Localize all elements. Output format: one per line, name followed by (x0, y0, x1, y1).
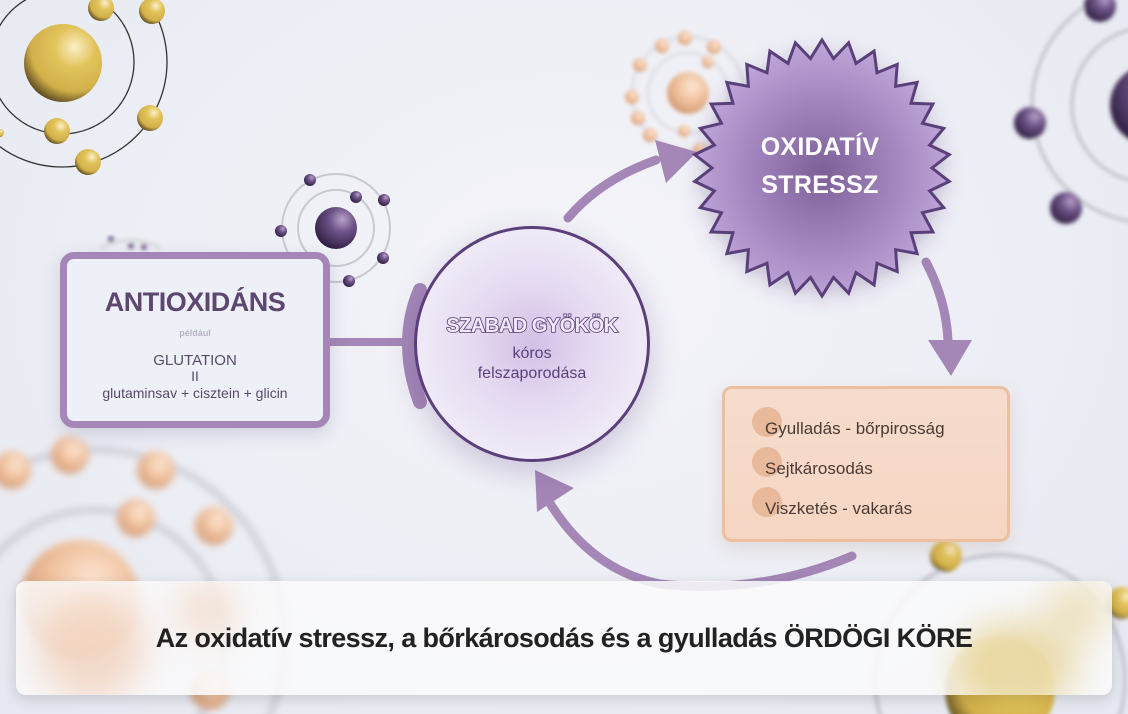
glutathione-composition: glutaminsav + cisztein + glicin (102, 385, 288, 401)
bullet-dot-icon (752, 447, 782, 477)
effects-box: Gyulladás - bőrpirosság Sejtkárosodás Vi… (722, 386, 1010, 542)
caption-text: Az oxidatív stressz, a bőrkárosodás és a… (155, 622, 973, 653)
free-radicals-subtitle: kóros felszaporodása (417, 344, 647, 384)
free-radicals-circle: SZABAD GYÖKÖK kóros felszaporodása (414, 226, 650, 462)
blur-decoration (1046, 581, 1106, 641)
bullet-dot-icon (752, 487, 782, 517)
gold-atom-icon (0, 0, 168, 175)
antioxidant-box: ANTIOXIDÁNS például GLUTATION II glutami… (60, 252, 330, 428)
oxidative-stress-starburst (691, 37, 953, 299)
blur-decoration (176, 581, 236, 641)
caption-banner: Az oxidatív stressz, a bőrkárosodás és a… (16, 581, 1112, 695)
glutathione-label: GLUTATION (153, 352, 237, 369)
oxidative-stress-line2: STRESSZ (761, 171, 879, 199)
oxidative-stress-line1: OXIDATÍV (760, 133, 880, 161)
free-radicals-subtitle-line1: kóros (512, 345, 552, 362)
blur-decoration (956, 621, 1076, 695)
arrow-to-effects (921, 257, 972, 376)
bullet-dot-icon (752, 407, 782, 437)
peach-atom-icon (625, 31, 745, 157)
arrow-to-oxidative-stress (563, 140, 697, 223)
blur-decoration (36, 591, 146, 695)
effect-item: Sejtkárosodás (765, 459, 873, 478)
example-label: például (179, 328, 211, 338)
equals-symbol: II (191, 368, 199, 384)
small-purple-atom-icon (275, 173, 391, 287)
tiny-purple-atom-icon (99, 236, 161, 250)
free-radicals-title: SZABAD GYÖKÖK (446, 314, 619, 338)
antioxidant-title: ANTIOXIDÁNS (104, 287, 286, 317)
free-radicals-subtitle-line2: felszaporodása (477, 365, 587, 382)
oxidative-stress-label: OXIDATÍV STRESSZ (700, 128, 940, 204)
connector-bracket (330, 283, 427, 409)
effect-item: Viszketés - vakarás (765, 499, 913, 518)
purple-atom-icon (1014, 0, 1128, 224)
effect-item: Gyulladás - bőrpirosság (765, 419, 945, 438)
